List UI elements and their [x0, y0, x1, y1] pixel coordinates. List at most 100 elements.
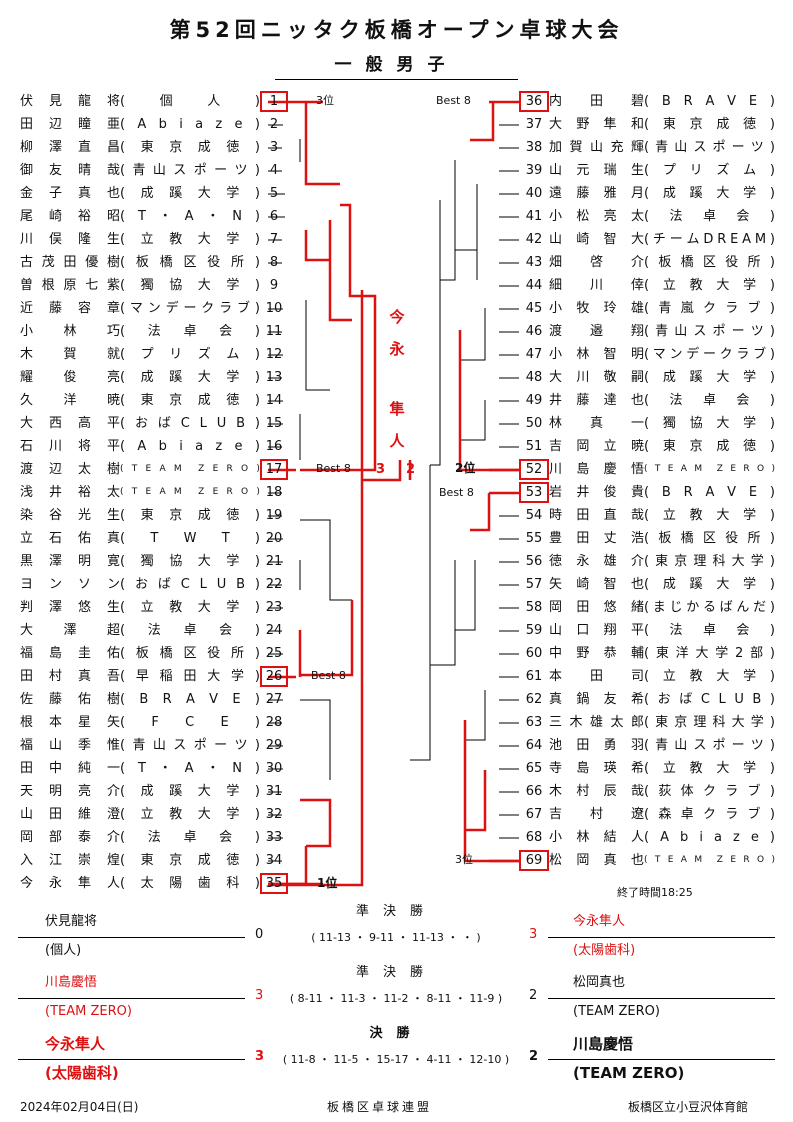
player-name: 大澤超 — [20, 623, 120, 638]
sf2-right-name: 松岡真也 — [573, 975, 626, 990]
champion-char-2: 永 — [389, 340, 405, 358]
player-aff: (獨協大学) — [644, 416, 775, 431]
player-num: 35 — [260, 873, 288, 894]
bracket-line-97 — [465, 770, 487, 832]
bracket-line-36 — [304, 230, 330, 262]
player-num: 42 — [525, 232, 543, 247]
player-row: 入江崇煌(東京成徳)34 — [20, 850, 282, 871]
player-name: 豊田丈浩 — [549, 531, 644, 546]
player-num: 54 — [525, 508, 543, 523]
player-row: 耀俊亮(成蹊大学)13 — [20, 367, 282, 388]
player-row: 大澤超(法卓会)24 — [20, 620, 282, 641]
player-name: 田村真吾 — [20, 669, 120, 684]
sf1-sets-left: 0 — [255, 927, 264, 942]
player-aff: (成蹊大学) — [120, 370, 260, 385]
player-name: 矢崎智也 — [549, 577, 644, 592]
player-name: 福山季惟 — [20, 738, 120, 753]
player-num: 68 — [525, 830, 543, 845]
player-name: 渡邉翔 — [549, 324, 644, 339]
champion-char-1: 今 — [389, 308, 405, 326]
final-right-line — [548, 1059, 775, 1060]
player-aff: (成蹊大学) — [644, 577, 775, 592]
player-name: 徳永雄介 — [549, 554, 644, 569]
player-name: 入江崇煌 — [20, 853, 120, 868]
bracket-line-96 — [465, 690, 486, 741]
footer-org: 板橋区卓球連盟 — [327, 1100, 433, 1114]
player-aff: (東京成徳) — [120, 508, 260, 523]
player-aff: (立教大学) — [644, 508, 775, 523]
player-num: 4 — [269, 163, 279, 178]
sf2-left-line — [18, 998, 245, 999]
player-row: 御友晴哉(青山スポーツ)4 — [20, 160, 278, 181]
player-aff: (早稲田大学) — [120, 669, 260, 684]
sf1-left-line — [18, 937, 245, 938]
player-aff: (青山スポーツ) — [644, 324, 775, 339]
player-name: 金子真也 — [20, 186, 120, 201]
player-num: 6 — [269, 209, 279, 224]
player-aff: (板橋区役所) — [120, 255, 260, 270]
player-aff: (東京成徳) — [644, 117, 775, 132]
bracket-line-94 — [455, 560, 476, 631]
player-row: 近藤容章(マンデークラブ)10 — [20, 298, 282, 319]
player-row: 今永隼人(太陽歯科)35 — [20, 873, 288, 894]
player-name: 本田司 — [549, 669, 644, 684]
player-num: 49 — [525, 393, 543, 408]
player-name: 黒澤明寛 — [20, 554, 120, 569]
player-aff: (青山スポーツ) — [644, 140, 775, 155]
sf1-right-line — [548, 937, 775, 938]
player-name: 細川倖 — [549, 278, 644, 293]
player-num: 37 — [525, 117, 543, 132]
player-name: 大西高平 — [20, 416, 120, 431]
player-num: 45 — [525, 301, 543, 316]
player-num: 14 — [265, 393, 283, 408]
player-num: 64 — [525, 738, 543, 753]
bracket-line-47 — [300, 798, 332, 848]
player-name: 岩井俊貴 — [549, 485, 644, 500]
player-aff: (立教大学) — [120, 600, 260, 615]
player-num: 50 — [525, 416, 543, 431]
label-best8-low-left: Best 8 — [311, 669, 346, 682]
player-aff: (東京理科大学) — [644, 715, 775, 730]
player-name: 池田勇羽 — [549, 738, 644, 753]
player-aff: (T・A・N) — [120, 209, 260, 224]
player-num: 47 — [525, 347, 543, 362]
player-name: 川俣隆生 — [20, 232, 120, 247]
player-name: 近藤容章 — [20, 301, 120, 316]
champion-char-3: 隼 — [389, 400, 405, 418]
player-name: 曽根原七紫 — [20, 278, 120, 293]
player-name: 遠藤雅月 — [549, 186, 644, 201]
player-num: 63 — [525, 715, 543, 730]
player-name: 山田維澄 — [20, 807, 120, 822]
player-aff: (法卓会) — [644, 393, 775, 408]
player-name: 尾崎裕昭 — [20, 209, 120, 224]
player-row: 柳澤直昌(東京成徳)3 — [20, 137, 278, 158]
player-aff: (立教大学) — [644, 669, 775, 684]
bracket-line-38 — [305, 300, 330, 391]
player-name: 内田碧 — [549, 94, 644, 109]
player-aff: (個人) — [120, 94, 260, 109]
bracket-line-89 — [460, 308, 486, 361]
player-num: 7 — [269, 232, 279, 247]
player-row: 田中純一(T・A・N)30 — [20, 758, 282, 779]
subtitle-underline — [275, 79, 518, 80]
player-name: 伏見龍将 — [20, 94, 120, 109]
player-name: 渡辺太樹 — [20, 462, 120, 477]
player-name: 天明亮介 — [20, 784, 120, 799]
